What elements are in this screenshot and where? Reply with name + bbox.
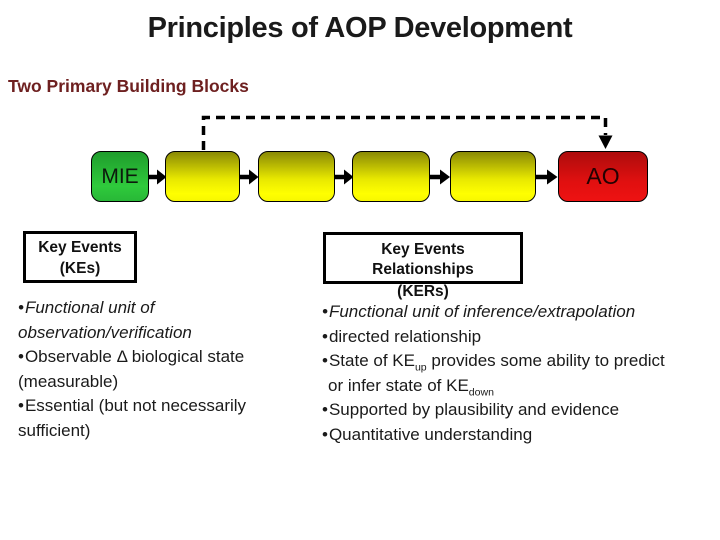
bullet-icon: •	[18, 347, 24, 366]
connector-arrowhead-down-icon	[598, 135, 613, 149]
arrow-ke3-to-ke4-icon	[430, 169, 450, 185]
page-title: Principles of AOP Development	[147, 12, 573, 44]
ke-bullet-2: Observable Δ biological state (measurabl…	[18, 347, 245, 391]
list-item: •Supported by plausibility and evidence	[322, 398, 718, 423]
ke-bullet-list: •Functional unit of observation/verifica…	[18, 296, 300, 443]
ker-bullet-2: directed relationship	[328, 326, 482, 346]
ker-header-box: Key Events Relationships	[323, 232, 523, 284]
ker-bullet-3-part2: provides some ability to predict	[426, 351, 665, 370]
ker-bullet-4: Supported by plausibility and evidence	[328, 400, 620, 419]
key-event-box-3	[352, 151, 430, 202]
list-item: •Functional unit of inference/extrapolat…	[322, 300, 718, 325]
list-item: •Quantitative understanding	[322, 423, 718, 448]
arrow-ke4-to-ao-icon	[536, 169, 558, 185]
key-events-header-box: Key Events (KEs)	[23, 231, 137, 283]
ao-box: AO	[558, 151, 648, 202]
section-subtitle: Two Primary Building Blocks	[8, 76, 249, 96]
key-event-box-1	[165, 151, 240, 202]
key-events-header-line2: (KEs)	[59, 260, 101, 277]
arrow-mie-to-ke1-icon	[148, 169, 167, 185]
bullet-icon: •	[322, 302, 328, 321]
bullet-icon: •	[18, 396, 24, 415]
key-event-box-2	[258, 151, 335, 202]
ke-bullet-3: Essential (but not necessarily sufficien…	[18, 396, 247, 440]
ker-header-line1: Key Events	[381, 241, 465, 258]
ker-bullet-3-part3: or infer state of KE	[328, 375, 469, 395]
bullet-icon: •	[322, 326, 328, 346]
ker-bullet-list: •Functional unit of inference/extrapolat…	[322, 300, 718, 447]
bullet-icon: •	[18, 298, 24, 317]
list-item: •Observable Δ biological state (measurab…	[18, 345, 300, 394]
arrow-ke2-to-ke3-icon	[335, 169, 354, 185]
bullet-icon: •	[322, 351, 328, 370]
mie-label: MIE	[101, 164, 139, 188]
bullet-icon: •	[322, 400, 328, 419]
ker-bullet-3-part1: State of KE	[328, 351, 415, 370]
list-item: •Functional unit of observation/verifica…	[18, 296, 300, 345]
list-item: •State of KEup provides some ability to …	[322, 349, 718, 374]
key-events-header-line1: Key Events	[38, 239, 122, 256]
ker-bullet-3-sub-down: down	[468, 385, 494, 398]
list-item: or infer state of KEdown	[322, 374, 718, 399]
bullet-icon: •	[322, 424, 328, 444]
list-item: •directed relationship	[322, 325, 718, 350]
arrow-ke1-to-ke2-icon	[240, 169, 259, 185]
key-event-box-4	[450, 151, 536, 202]
ker-header-line2: Relationships	[372, 261, 474, 278]
ker-bullet-5: Quantitative understanding	[328, 424, 533, 444]
list-item: •Essential (but not necessarily sufficie…	[18, 394, 300, 443]
ao-label: AO	[586, 163, 620, 189]
dashed-connector-line	[201, 115, 608, 150]
ker-bullet-1: Functional unit of inference/extrapolati…	[328, 302, 636, 321]
ke-bullet-1: Functional unit of observation/verificat…	[18, 298, 192, 342]
ker-header-line3: (KERs)	[397, 283, 449, 300]
ker-bullet-3-sub-up: up	[414, 361, 427, 374]
mie-box: MIE	[91, 151, 149, 202]
